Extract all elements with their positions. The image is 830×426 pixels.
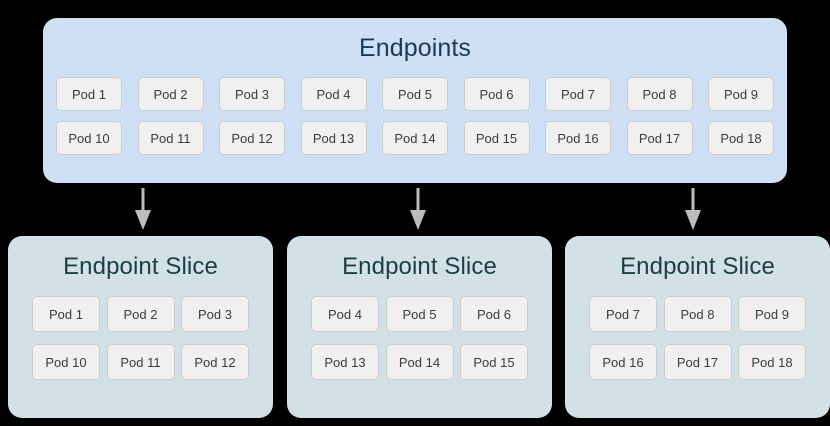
endpoint-slice-container-2: Endpoint Slice Pod 4 Pod 5 Pod 6 Pod 13 … (287, 236, 552, 418)
pod-box[interactable]: Pod 16 (545, 121, 611, 155)
pod-box[interactable]: Pod 11 (106, 344, 175, 380)
pod-box[interactable]: Pod 4 (311, 296, 379, 332)
endpoint-slice-pod-row-1: Pod 1 Pod 2 Pod 3 (32, 296, 249, 332)
endpoint-slice-pod-grid: Pod 4 Pod 5 Pod 6 Pod 13 Pod 14 Pod 15 (287, 296, 552, 380)
pod-box[interactable]: Pod 8 (626, 77, 693, 111)
pod-box[interactable]: Pod 2 (137, 77, 204, 111)
pod-box[interactable]: Pod 1 (56, 77, 122, 111)
pod-box[interactable]: Pod 7 (545, 77, 611, 111)
pod-box[interactable]: Pod 6 (463, 77, 530, 111)
pod-box[interactable]: Pod 3 (181, 296, 249, 332)
endpoint-slice-container-1: Endpoint Slice Pod 1 Pod 2 Pod 3 Pod 10 … (8, 236, 273, 418)
pod-box[interactable]: Pod 12 (219, 121, 285, 155)
pod-box[interactable]: Pod 15 (460, 344, 528, 380)
pod-box[interactable]: Pod 18 (738, 344, 806, 380)
endpoint-slice-pod-row-1: Pod 4 Pod 5 Pod 6 (311, 296, 528, 332)
pod-box[interactable]: Pod 15 (463, 121, 530, 155)
arrow-down-icon (410, 188, 426, 230)
pod-box[interactable]: Pod 16 (589, 344, 657, 380)
pod-box[interactable]: Pod 6 (460, 296, 528, 332)
pod-box[interactable]: Pod 1 (32, 296, 100, 332)
endpoint-slice-pod-row-2: Pod 10 Pod 11 Pod 12 (32, 344, 249, 380)
endpoint-slice-title: Endpoint Slice (63, 253, 218, 280)
arrow-down-icon (685, 188, 701, 230)
endpoint-slice-title: Endpoint Slice (620, 253, 775, 280)
arrow-down-icon (135, 188, 151, 230)
pod-box[interactable]: Pod 8 (663, 296, 732, 332)
pod-box[interactable]: Pod 4 (300, 77, 367, 111)
pod-box[interactable]: Pod 11 (137, 121, 204, 155)
endpoints-pod-row-2: Pod 10 Pod 11 Pod 12 Pod 13 Pod 14 Pod 1… (56, 121, 774, 155)
pod-box[interactable]: Pod 13 (300, 121, 367, 155)
pod-box[interactable]: Pod 2 (106, 296, 175, 332)
endpoint-slice-pod-row-2: Pod 13 Pod 14 Pod 15 (311, 344, 528, 380)
pod-box[interactable]: Pod 10 (56, 121, 122, 155)
pod-box[interactable]: Pod 17 (663, 344, 732, 380)
endpoint-slice-pod-row-1: Pod 7 Pod 8 Pod 9 (589, 296, 806, 332)
pod-box[interactable]: Pod 18 (708, 121, 774, 155)
pod-box[interactable]: Pod 9 (708, 77, 774, 111)
endpoint-slice-pod-grid: Pod 7 Pod 8 Pod 9 Pod 16 Pod 17 Pod 18 (565, 296, 830, 380)
pod-box[interactable]: Pod 5 (385, 296, 454, 332)
endpoint-slice-container-3: Endpoint Slice Pod 7 Pod 8 Pod 9 Pod 16 … (565, 236, 830, 418)
endpoints-pod-row-1: Pod 1 Pod 2 Pod 3 Pod 4 Pod 5 Pod 6 Pod … (56, 77, 774, 111)
pod-box[interactable]: Pod 5 (382, 77, 448, 111)
pod-box[interactable]: Pod 14 (385, 344, 454, 380)
pod-box[interactable]: Pod 12 (181, 344, 249, 380)
pod-box[interactable]: Pod 13 (311, 344, 379, 380)
pod-box[interactable]: Pod 10 (32, 344, 100, 380)
pod-box[interactable]: Pod 14 (382, 121, 448, 155)
endpoint-slice-pod-grid: Pod 1 Pod 2 Pod 3 Pod 10 Pod 11 Pod 12 (8, 296, 273, 380)
pod-box[interactable]: Pod 3 (219, 77, 285, 111)
pod-box[interactable]: Pod 7 (589, 296, 657, 332)
pod-box[interactable]: Pod 17 (626, 121, 693, 155)
endpoints-container: Endpoints Pod 1 Pod 2 Pod 3 Pod 4 Pod 5 … (43, 18, 787, 183)
endpoints-pod-grid: Pod 1 Pod 2 Pod 3 Pod 4 Pod 5 Pod 6 Pod … (43, 77, 787, 155)
endpoint-slice-pod-row-2: Pod 16 Pod 17 Pod 18 (589, 344, 806, 380)
endpoint-slice-title: Endpoint Slice (342, 253, 497, 280)
pod-box[interactable]: Pod 9 (738, 296, 806, 332)
endpoints-title: Endpoints (358, 34, 472, 62)
